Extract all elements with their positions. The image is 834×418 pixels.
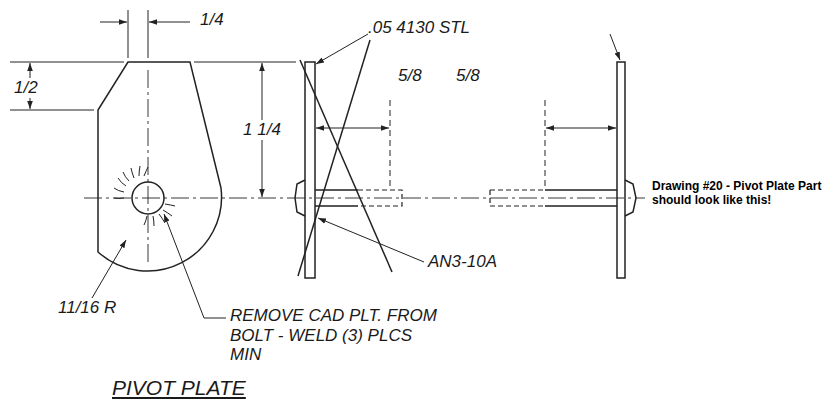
dimension-text: 1 1/4 xyxy=(241,120,283,140)
strike-line xyxy=(300,60,392,272)
dimension-text: 11/16 R xyxy=(58,298,116,318)
dimension-text: 1/2 xyxy=(12,78,40,98)
dimension-text: 5/8 xyxy=(456,66,480,86)
plate-outline xyxy=(98,62,222,271)
material-text: .05 4130 STL xyxy=(368,18,470,38)
weld-marks xyxy=(114,166,175,226)
drawing-title: PIVOT PLATE xyxy=(112,376,246,400)
dimension-text: 1/4 xyxy=(200,10,224,30)
part-number: AN3-10A xyxy=(428,252,497,272)
plate-edge xyxy=(617,62,625,278)
strike-line xyxy=(298,40,370,276)
bolt-head xyxy=(295,180,305,216)
centerline xyxy=(84,198,645,199)
bolt-head xyxy=(625,180,636,216)
annotation-note: Drawing #20 - Pivot Plate Part should lo… xyxy=(652,180,826,208)
bolt-shank xyxy=(545,190,617,206)
centerline xyxy=(148,70,149,262)
dimension-text: 5/8 xyxy=(398,66,422,86)
note-text: REMOVE CAD PLT. FROM BOLT - WELD (3) PLC… xyxy=(230,306,440,365)
